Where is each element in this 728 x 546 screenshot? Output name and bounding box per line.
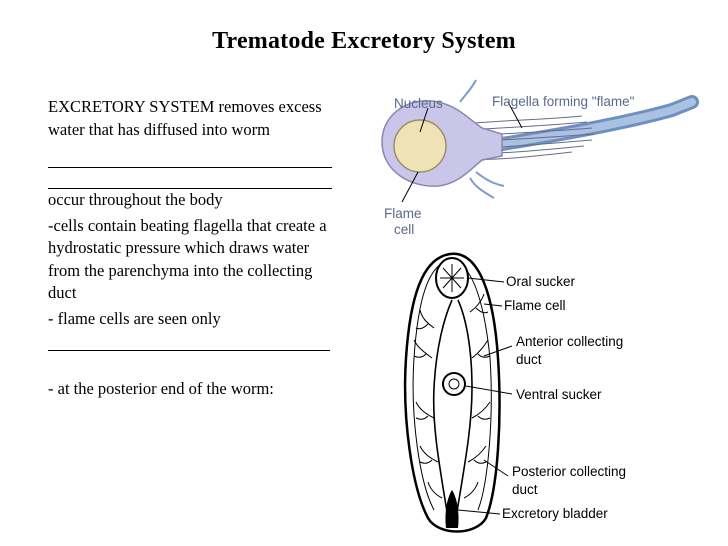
occur-text: occur throughout the body: [48, 190, 223, 209]
label-cell: cell: [394, 222, 414, 237]
cell-processes: [459, 79, 505, 199]
label-ventral-sucker: Ventral sucker: [516, 387, 602, 402]
text-column: EXCRETORY SYSTEM removes excess water th…: [48, 96, 340, 401]
fluke-outline: [403, 252, 501, 533]
fill-in-blank-1: [48, 147, 332, 168]
collecting-tubule: [483, 95, 699, 153]
label-nucleus: Nucleus: [394, 96, 443, 111]
flagella-pointer: [507, 101, 523, 129]
intro-text: EXCRETORY SYSTEM removes excess water th…: [48, 97, 322, 139]
label-anterior-duct-2: duct: [516, 352, 542, 367]
ventral-sucker-shape: [442, 372, 466, 396]
bullet-cells: -cells contain beating flagella that cre…: [48, 215, 327, 303]
label-posterior-duct: Posterior collecting: [512, 464, 626, 479]
label-excretory-bladder: Excretory bladder: [502, 506, 608, 521]
slide-title: Trematode Excretory System: [212, 28, 516, 54]
label-flame-cell: Flame cell: [504, 298, 566, 313]
flame-cell-pointer: [401, 171, 419, 203]
label-flame: Flame: [384, 206, 422, 221]
nucleus-pointer: [419, 107, 429, 133]
excretory-bladder-shape: [445, 490, 459, 528]
flame-cell-branches: [413, 293, 491, 499]
label-flagella: Flagella forming "flame": [492, 94, 635, 109]
oral-sucker-rays: [440, 264, 464, 292]
nucleus-shape: [393, 119, 447, 173]
bullet-flame-cells: - flame cells are seen only: [48, 308, 221, 328]
label-anterior-duct: Anterior collecting: [516, 334, 623, 349]
pointer-lines: [457, 277, 513, 515]
fill-in-blank-2: [48, 168, 332, 189]
collecting-ducts: [432, 299, 473, 519]
bullet-posterior: - at the posterior end of the worm:: [48, 379, 274, 398]
flame-cell-illustration: Nucleus Flagella forming "flame" Flame c…: [381, 79, 699, 237]
label-posterior-duct-2: duct: [512, 482, 538, 497]
fill-in-blank-3: [48, 330, 330, 351]
fluke-diagram: Oral sucker Flame cell Anterior collecti…: [403, 252, 626, 533]
label-oral-sucker: Oral sucker: [506, 274, 576, 289]
